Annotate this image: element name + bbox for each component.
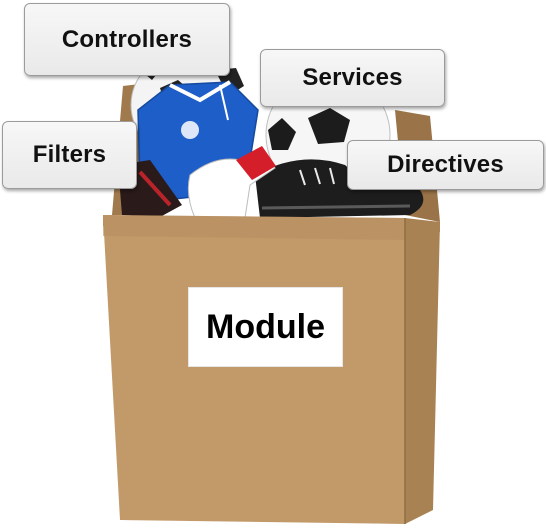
services-tag-text: Services	[302, 64, 403, 91]
cardboard-box-side-icon	[405, 218, 440, 524]
controllers-tag: Controllers	[24, 3, 230, 76]
module-label: Module	[188, 287, 343, 367]
cardboard-box-front-icon	[103, 215, 405, 524]
shoe-icon	[255, 159, 424, 218]
directives-tag-text: Directives	[387, 151, 504, 178]
box-front-shadow-icon	[103, 215, 405, 240]
sock-icon	[187, 146, 276, 219]
filters-tag: Filters	[2, 121, 137, 189]
filters-tag-text: Filters	[32, 141, 107, 168]
module-label-text: Module	[206, 307, 325, 346]
directives-tag: Directives	[347, 140, 544, 190]
services-tag: Services	[260, 49, 445, 107]
controllers-tag-text: Controllers	[61, 25, 193, 53]
